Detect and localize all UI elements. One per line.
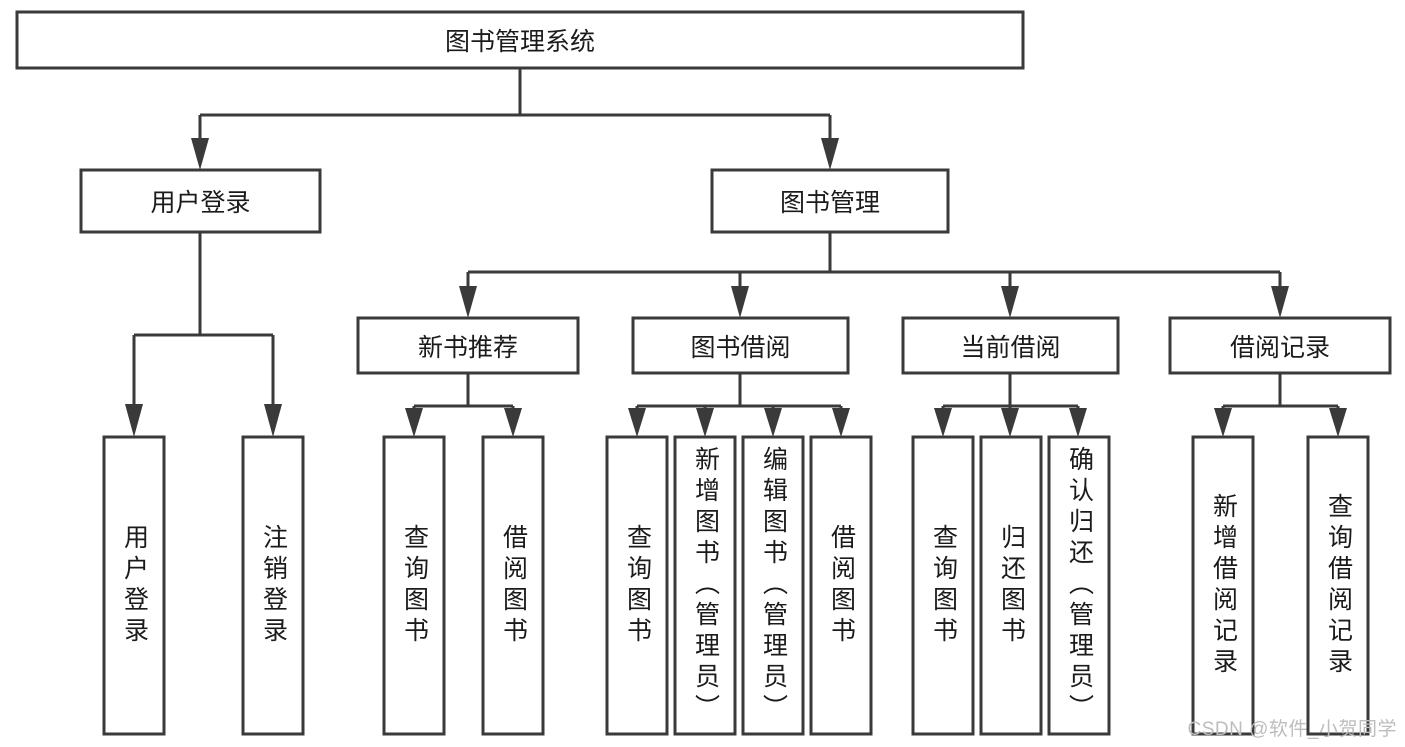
connector-group-user-login: [125, 232, 282, 437]
node-box-book-manage[interactable]: [710, 168, 950, 234]
node-box-leaf-query-book-2[interactable]: [605, 435, 669, 736]
node-box-current-borrow[interactable]: [901, 316, 1120, 375]
node-box-new-book-recommend[interactable]: [356, 316, 580, 375]
arrow-cb-b1: [934, 408, 952, 437]
arrow-bm-to-new-book: [459, 286, 477, 318]
node-box-leaf-user-login[interactable]: [102, 435, 166, 736]
arrow-user-login-b2: [264, 404, 282, 437]
arrow-nbr-b1: [405, 408, 423, 437]
node-box-leaf-borrow-book-2[interactable]: [809, 435, 873, 736]
arrow-bb-b4: [832, 408, 850, 437]
arrow-bb-b1: [628, 408, 646, 437]
node-box-leaf-confirm-return[interactable]: [1047, 435, 1111, 736]
node-box-leaf-query-record[interactable]: [1306, 435, 1370, 736]
node-box-book-borrow[interactable]: [631, 316, 850, 375]
arrow-bm-to-borrow-record: [1271, 286, 1289, 318]
node-box-leaf-edit-book[interactable]: [741, 435, 805, 736]
connector-group-root: [191, 68, 839, 170]
node-box-leaf-logout-login[interactable]: [241, 435, 305, 736]
node-box-leaf-return-book[interactable]: [979, 435, 1043, 736]
arrow-root-to-book-manage: [821, 138, 839, 170]
arrow-user-login-b1: [125, 404, 143, 437]
connector-group-current-borrow: [934, 373, 1087, 437]
node-box-root[interactable]: [15, 10, 1025, 70]
watermark-text: CSDN @软件_小贺同学: [1187, 719, 1397, 740]
node-box-leaf-query-book-1[interactable]: [382, 435, 446, 736]
node-box-borrow-record[interactable]: [1168, 316, 1392, 375]
connector-group-new-book-recommend: [405, 373, 522, 437]
node-box-user-login[interactable]: [79, 168, 322, 234]
connector-group-book-manage: [459, 232, 1289, 318]
arrow-cb-b2: [1001, 408, 1019, 437]
arrow-cb-b3: [1069, 408, 1087, 437]
arrow-br-b1: [1214, 408, 1232, 437]
arrow-root-to-user-login: [191, 138, 209, 170]
arrow-bb-b2: [696, 408, 714, 437]
arrow-bb-b3: [764, 408, 782, 437]
arrow-bm-to-book-borrow: [731, 286, 749, 318]
arrow-nbr-b2: [504, 408, 522, 437]
arrow-bm-to-current-borrow: [1001, 286, 1019, 318]
connector-group-borrow-record: [1214, 373, 1347, 437]
connector-group-book-borrow: [628, 373, 850, 437]
node-box-leaf-add-record[interactable]: [1191, 435, 1255, 736]
node-box-leaf-add-book[interactable]: [673, 435, 737, 736]
node-box-leaf-borrow-book-1[interactable]: [481, 435, 545, 736]
arrow-br-b2: [1329, 408, 1347, 437]
node-box-leaf-query-book-3[interactable]: [911, 435, 975, 736]
